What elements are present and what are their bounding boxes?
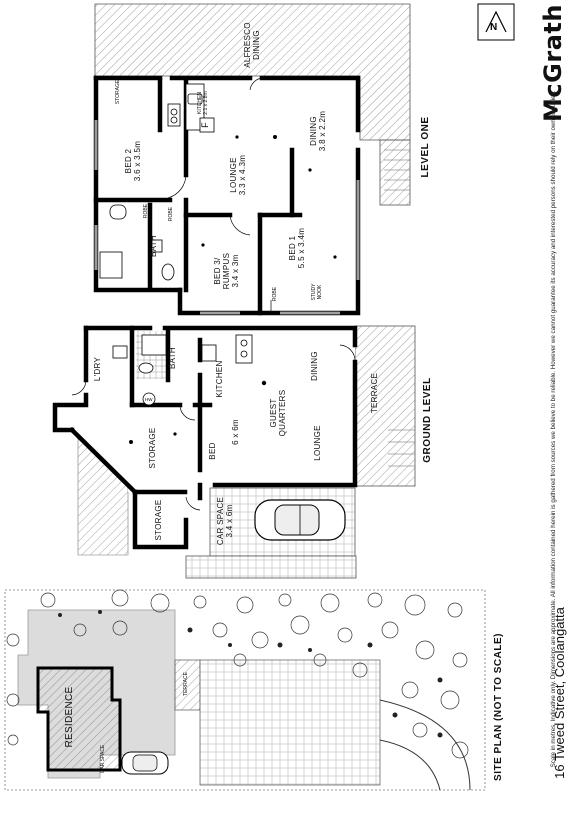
room-bed2: BED 2 3.6 x 3.5m [124,131,151,191]
room-guest-quarters: GUEST QUARTERS [269,383,296,443]
guest-lounge-label: LOUNGE [313,425,322,461]
terrace-label: TERRACE [370,372,379,414]
room-alfresco-dining: ALFRESCO DINING [243,10,270,80]
room-laundry: L'DRY [93,356,102,382]
site-garden [6,589,469,759]
driveway-strip [185,555,357,579]
deck-stairs-l1 [379,139,411,206]
room-kitchen-gl: KITCHEN [215,360,224,398]
terrace-deck [354,325,416,487]
room-name-2: DINING [251,30,261,60]
room-dims: 5.5 x 3.4m [296,227,306,269]
site-terrace [174,659,201,711]
room-dining-gl: DINING [310,351,319,381]
site-paving [199,659,381,786]
fridge-label: F [200,122,210,128]
room-dims: 3.6 x 3.5m [132,140,142,182]
level-one-plan [93,3,411,316]
room-dining-l1: DINING 3.8 x 2.2m [309,101,336,161]
disclaimer-text: Scale in metres. Indicative only. Dimens… [550,90,557,768]
level-one-floor [96,78,358,313]
svg-text:N: N [490,22,497,33]
compass-icon: N [477,3,515,41]
site-car-space-label: CAR SPACE [100,744,106,774]
ground-level-heading: GROUND LEVEL [422,377,433,463]
room-name-2: NOOK [316,284,323,300]
room-dims: 3.3 x 4.3m [237,154,247,196]
room-name-2: QUARTERS [277,389,287,437]
room-bed3-rumpus: BED 3/ RUMPUS 3.4 x 3m [213,239,250,303]
ground-level-plan: HW [52,325,416,579]
site-car-icon [121,751,169,775]
room-storage-gl: STORAGE [148,427,157,469]
room-dims: 3.4 x 3m [230,254,240,288]
room-bath-gl: BATH [168,347,177,369]
room-dims: 3.8 x 2.2m [317,110,327,152]
room-bath-l1: BATH [149,235,158,257]
room-dims: 2.1 x 2.8m [202,91,209,115]
robe-label-b: ROBE [168,206,174,222]
room-kitchen-l1: KITCHEN 2.1 x 2.8m [197,83,212,123]
site-drive-curve [379,699,471,791]
study-nook: STUDY NOOK [311,277,326,307]
residence-hatched [36,666,122,772]
hw-label: HW [145,397,153,402]
guest-dims: 6 x 6m [231,419,240,445]
storage-label-l1: STORAGE [115,79,121,105]
car-icon [254,499,346,541]
robe-label-c: ROBE [272,286,278,302]
site-terrace-label: TERRACE [183,672,189,696]
level-one-heading: LEVEL ONE [420,116,431,178]
room-bed1: BED 1 5.5 x 3.4m [288,218,315,278]
residence-label: RESIDENCE [64,686,75,748]
guest-bed-label: BED [208,442,217,460]
robe-label-a: ROBE [143,203,149,219]
site-plan [4,589,486,791]
room-lounge-l1: LOUNGE 3.3 x 4.3m [229,145,256,205]
room-dims: 3.4 x 6m [224,504,234,538]
room-storage2-gl: STORAGE [154,499,163,541]
room-car-space: CAR SPACE 3.4 x 6m [216,491,243,551]
site-plan-heading: SITE PLAN (NOT TO SCALE) [493,633,504,781]
